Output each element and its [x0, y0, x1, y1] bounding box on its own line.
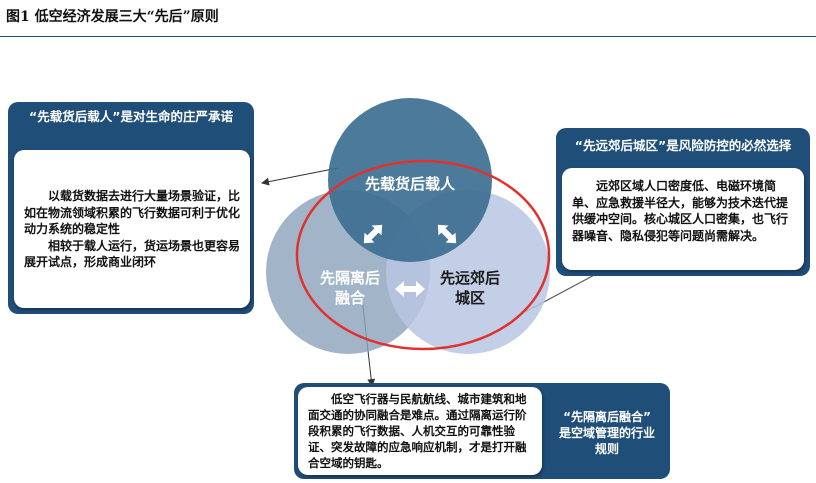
double-arrow-icon-left	[363, 224, 383, 244]
circle-right-label-line2: 城区	[454, 289, 485, 307]
callout-suburb-paragraph1: 远郊区域人口密度低、电磁环境简单、应急救援半径大，能够为技术迭代提供缓冲空间。核…	[572, 179, 789, 243]
circle-left-label-line2: 融合	[334, 289, 365, 307]
double-arrow-icon-right	[437, 224, 457, 244]
callout-fusion-heading-line1: “先隔离后融合”	[563, 410, 651, 424]
circle-left-label-line1: 先隔离后	[319, 269, 380, 287]
callout-cargo-heading: “先载货后载人”是对生命的庄严承诺	[29, 109, 233, 124]
circle-left-label: 先隔离后 融合	[300, 268, 400, 308]
circle-right-label: 先远郊后 城区	[420, 268, 520, 308]
callout-suburb-heading: “先远郊后城区”是风险防控的必然选择	[574, 138, 792, 153]
circle-top-label-text: 先载货后载人	[364, 175, 455, 193]
callout-fusion-body: 低空飞行器与民航航线、城市建筑和地面交通的协同融合是难点。通过隔离运行阶段积累的…	[298, 387, 542, 475]
connector-cargo	[261, 167, 339, 186]
callout-suburb-body: 远郊区域人口密度低、电磁环境简单、应急救援半径大，能够为技术迭代提供缓冲空间。核…	[562, 168, 804, 270]
callout-fusion-heading-line2: 是空域管理的行业	[558, 426, 655, 440]
callout-cargo-body: 以载货数据去进行大量场景验证，比如在物流领域积累的飞行数据可利于优化动力系统的稳…	[14, 150, 250, 308]
callout-suburb: “先远郊后城区”是风险防控的必然选择 远郊区域人口密度低、电磁环境简单、应急救援…	[556, 128, 810, 276]
figure-title: 图1 低空经济发展三大“先后”原则	[6, 9, 219, 25]
callout-cargo: “先载货后载人”是对生命的庄严承诺 以载货数据去进行大量场景验证，比如在物流领域…	[8, 102, 254, 314]
callout-fusion-heading-line3: 规则	[594, 442, 619, 456]
circle-right-label-line1: 先远郊后	[439, 269, 500, 287]
double-arrow-icon-bottom	[395, 281, 425, 297]
callout-cargo-paragraph2: 相较于载人运行，货运场景也更容易展开试点，形成商业闭环	[24, 238, 241, 270]
circle-top	[328, 98, 492, 262]
highlight-ellipse	[295, 159, 551, 351]
callout-fusion-heading: “先隔离后融合” 是空域管理的行业 规则	[548, 409, 666, 457]
callout-fusion-paragraph1: 低空飞行器与民航航线、城市建筑和地面交通的协同融合是难点。通过隔离运行阶段积累的…	[308, 392, 527, 470]
callout-fusion: 低空飞行器与民航航线、城市建筑和地面交通的协同融合是难点。通过隔离运行阶段积累的…	[294, 383, 670, 479]
title-divider	[0, 36, 816, 37]
callout-cargo-paragraph1: 以载货数据去进行大量场景验证，比如在物流领域积累的飞行数据可利于优化动力系统的稳…	[24, 189, 241, 236]
circle-top-label: 先载货后载人	[350, 174, 470, 194]
